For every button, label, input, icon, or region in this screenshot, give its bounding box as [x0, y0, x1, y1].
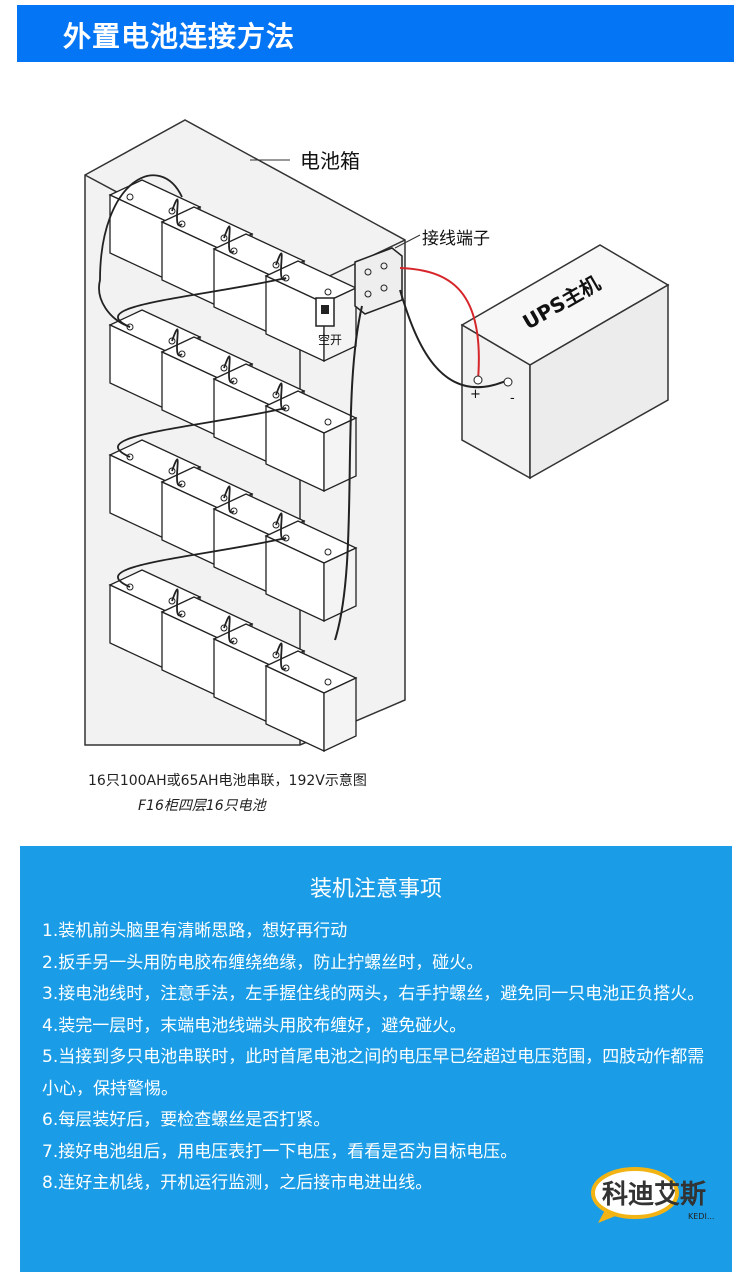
terminal-label: 接线端子 — [422, 229, 490, 249]
series-wire — [223, 225, 235, 254]
positive-wire — [399, 267, 480, 381]
breaker-switch — [315, 297, 335, 327]
battery-terminal-icon — [126, 193, 134, 201]
note-item: 8.连好主机线，开机运行监测，之后接市电进出线。 — [42, 1173, 433, 1193]
negative-wire — [399, 289, 509, 388]
ups-host-box — [460, 244, 670, 480]
series-wire — [223, 615, 235, 644]
note-item: 5.当接到多只电池串联时，此时首尾电池之间的电压早已经超过电压范围，四肢动作都需… — [42, 1047, 705, 1099]
terminal-leader — [394, 234, 421, 249]
ups-plus-label: + — [470, 387, 481, 402]
notes-list: 1.装机前头脑里有清晰思路，想好再行动 2.扳手另一头用防电胶布缠绕绝缘，防止拧… — [42, 916, 718, 1200]
ups-minus-label: - — [510, 391, 515, 406]
cabinet-to-terminal-wire — [334, 305, 363, 641]
battery-terminal-icon — [324, 678, 332, 686]
battery-connection-diagram: 电池箱 接线端子 空开 + - UPS主机 — [84, 119, 670, 753]
note-item: 1.装机前头脑里有清晰思路，想好再行动 — [42, 921, 348, 941]
section-title: 外置电池连接方法 — [63, 20, 296, 53]
layer-link-wire — [117, 407, 287, 458]
breaker-label: 空开 — [318, 333, 342, 347]
series-wire — [171, 458, 183, 487]
battery — [264, 520, 358, 623]
layer-link-wire — [117, 537, 287, 588]
note-item: 3.接电池线时，注意手法，左手握住线的两头，右手拧螺丝，避免同一只电池正负搭火。 — [42, 984, 705, 1004]
notes-panel: 装机注意事项 1.装机前头脑里有清晰思路，想好再行动 2.扳手另一头用防电胶布缠… — [20, 846, 732, 1272]
ups-positive-terminal — [473, 375, 483, 385]
ups-negative-terminal — [503, 377, 513, 387]
battery-terminal-icon — [324, 548, 332, 556]
logo-text: 科迪艾斯 — [602, 1180, 706, 1210]
battery-terminal-icon — [324, 418, 332, 426]
battery — [264, 260, 358, 363]
diagram-caption-line1: 16只100AH或65AH电池串联，192V示意图 — [88, 773, 367, 789]
brand-logo: 科迪艾斯 KEDI... — [591, 1167, 714, 1223]
terminal-block — [354, 247, 403, 315]
series-wire — [171, 588, 183, 617]
section-header: 外置电池连接方法 — [17, 5, 734, 62]
series-wire — [223, 355, 235, 384]
note-item: 2.扳手另一头用防电胶布缠绕绝缘，防止拧螺丝时，碰火。 — [42, 952, 484, 973]
note-item: 4.装完一层时，末端电池线端头用胶布缠好，避免碰火。 — [42, 1015, 467, 1036]
battery-box-label: 电池箱 — [300, 149, 360, 173]
series-wire — [275, 642, 287, 671]
notes-title: 装机注意事项 — [309, 877, 442, 902]
battery — [264, 650, 358, 753]
note-item: 7.接好电池组后，用电压表打一下电压，看看是否为目标电压。 — [42, 1141, 518, 1162]
note-item: 6.每层装好后，要检查螺丝是否打紧。 — [42, 1110, 331, 1130]
series-wire — [171, 198, 183, 227]
logo-subtext: KEDI... — [688, 1212, 714, 1221]
layer-link-wire — [117, 277, 287, 328]
series-wire — [223, 485, 235, 514]
battery-terminal-icon — [324, 288, 332, 296]
series-wire — [171, 328, 183, 357]
diagram-caption-line2: F16柜四层16只电池 — [138, 798, 266, 814]
battery — [264, 390, 358, 493]
layer-link-wire — [98, 174, 183, 328]
